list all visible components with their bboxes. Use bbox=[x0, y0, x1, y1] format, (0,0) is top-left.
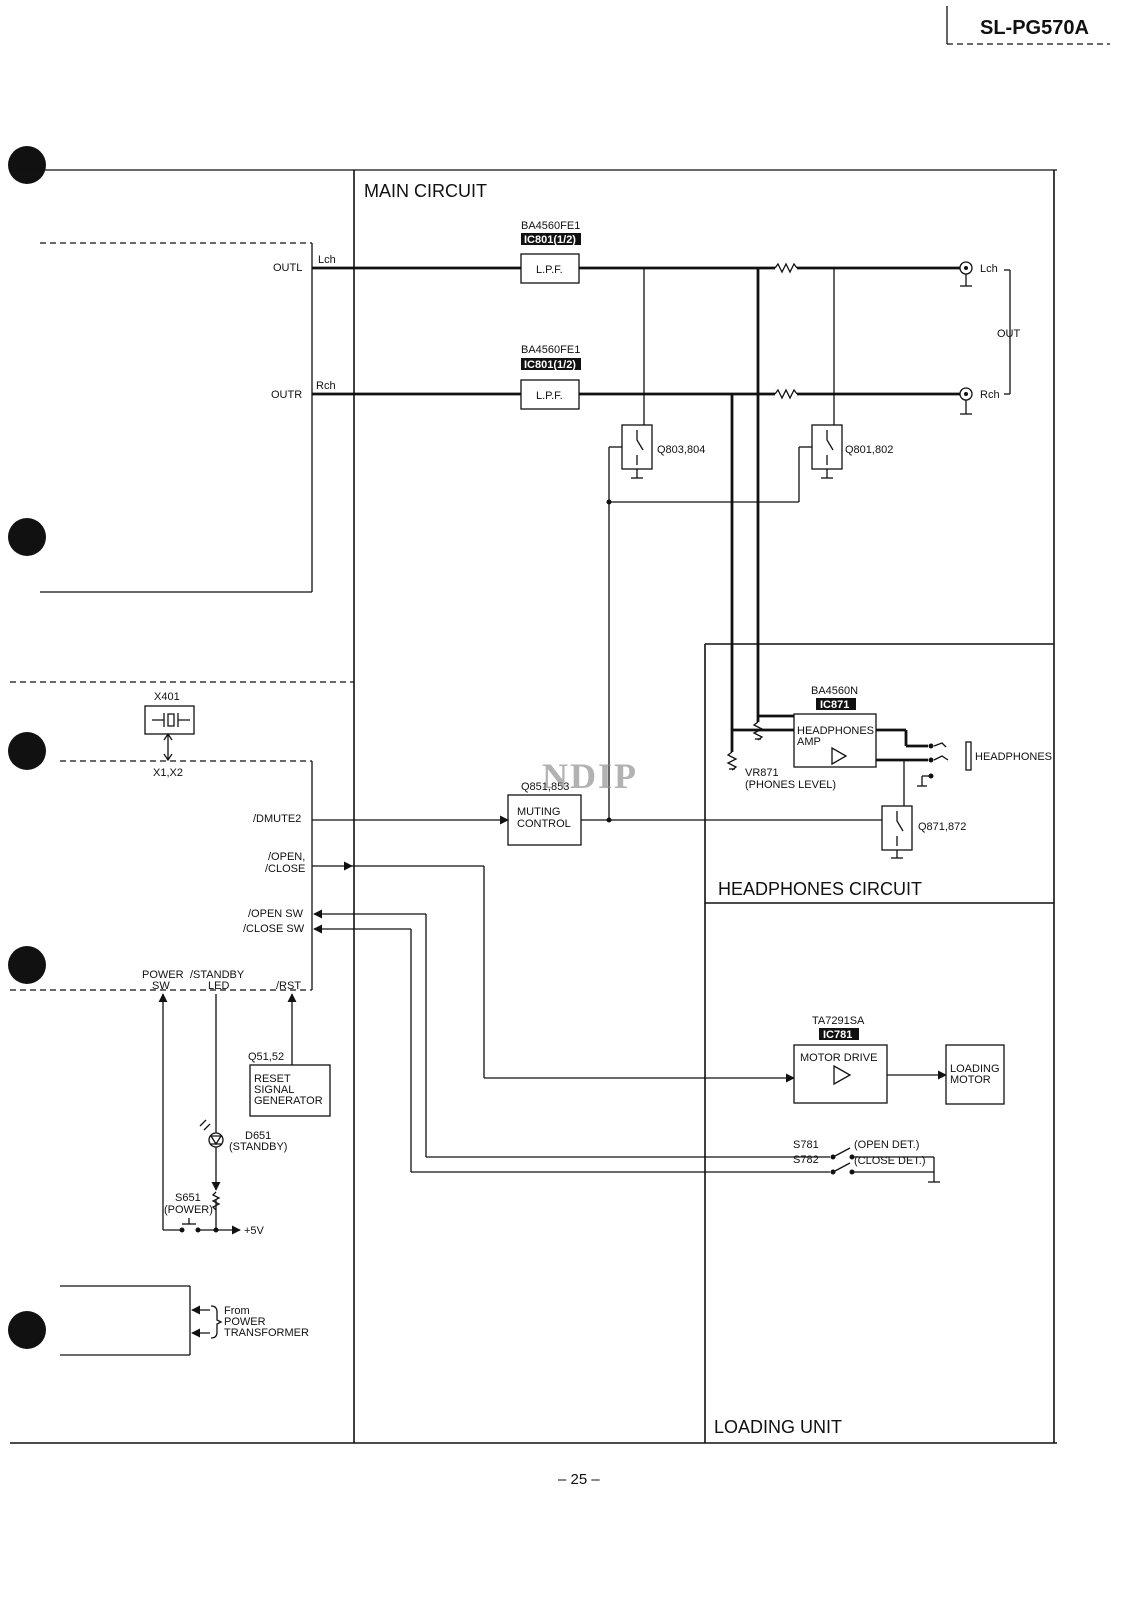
open-close-label-2: /CLOSE bbox=[265, 863, 305, 875]
q803-label: Q803,804 bbox=[657, 444, 705, 456]
binding-hole bbox=[8, 732, 46, 770]
hp-amp-label-2: AMP bbox=[797, 736, 821, 748]
lpf-l-label: L.P.F. bbox=[536, 264, 563, 276]
reset-generator-block bbox=[249, 1064, 331, 1117]
muting-control: Q851,853 MUTING CONTROL /DMUTE2 bbox=[253, 781, 882, 846]
d651-desc: (STANDBY) bbox=[229, 1141, 287, 1153]
lpf-r-label: L.P.F. bbox=[536, 390, 563, 402]
outl-label: OUTL bbox=[273, 262, 302, 274]
ic801-r-part: BA4560FE1 bbox=[521, 344, 580, 356]
s782-label: S782 bbox=[793, 1154, 819, 1166]
binding-hole bbox=[8, 946, 46, 984]
vr871-label: VR871 bbox=[745, 767, 779, 779]
ic871-part: BA4560N bbox=[811, 685, 858, 697]
page-number: – 25 – bbox=[558, 1471, 600, 1488]
headphones-circuit-title: HEADPHONES CIRCUIT bbox=[718, 879, 922, 899]
section-frames bbox=[10, 169, 1057, 1444]
power-sw-label-1: POWER bbox=[142, 969, 184, 981]
watermark-text: NDIP bbox=[542, 756, 638, 796]
loading-motor-block bbox=[945, 1044, 1005, 1105]
out-label: OUT bbox=[997, 328, 1021, 340]
binding-hole bbox=[8, 146, 46, 184]
dmute2-label: /DMUTE2 bbox=[253, 813, 301, 825]
ic781-ref: IC781 bbox=[823, 1029, 852, 1041]
main-circuit-title: MAIN CIRCUIT bbox=[364, 181, 487, 201]
s651-desc: (POWER) bbox=[164, 1204, 213, 1216]
lch-input-label: Lch bbox=[318, 254, 336, 266]
d651-label: D651 bbox=[245, 1130, 271, 1142]
headphones-jack-label: HEADPHONES bbox=[975, 751, 1052, 763]
ic781-part: TA7291SA bbox=[812, 1015, 865, 1027]
motor-drive-label: MOTOR DRIVE bbox=[800, 1052, 877, 1064]
rch-signal-path: OUTR Rch BA4560FE1 IC801(1/2) L.P.F. Rch bbox=[271, 344, 1000, 415]
loading-motor-label-1: LOADING bbox=[950, 1063, 1000, 1075]
crystal-x401: X401 X1,X2 bbox=[144, 691, 195, 779]
s782-desc: (CLOSE DET.) bbox=[854, 1155, 926, 1167]
power-transformer-input: From POWER TRANSFORMER bbox=[191, 1305, 309, 1339]
standby-led-label-2: LED bbox=[208, 980, 229, 992]
muting-label-2: CONTROL bbox=[517, 818, 571, 830]
reset-label-2: SIGNAL bbox=[254, 1084, 294, 1096]
outr-label: OUTR bbox=[271, 389, 302, 401]
ic801-l-ref: IC801(1/2) bbox=[524, 234, 576, 246]
reset-label-3: GENERATOR bbox=[254, 1095, 323, 1107]
loading-drive: TA7291SA IC781 MOTOR DRIVE LOADING MOTOR bbox=[793, 1015, 1005, 1105]
open-close-label-1: /OPEN, bbox=[268, 851, 305, 863]
headphone-feed: VR871 (PHONES LEVEL) bbox=[726, 268, 836, 791]
loading-motor-label-2: MOTOR bbox=[950, 1074, 991, 1086]
reset-label-1: RESET bbox=[254, 1073, 291, 1085]
muting-label-1: MUTING bbox=[517, 806, 560, 818]
standby-led-label-1: /STANDBY bbox=[190, 969, 245, 981]
q871-label: Q871,872 bbox=[918, 821, 966, 833]
headphones-jack bbox=[965, 741, 972, 771]
page-header: SL-PG570A bbox=[946, 6, 1110, 45]
open-sw-label: /OPEN SW bbox=[248, 908, 304, 920]
headphones-amp: BA4560N IC871 HEADPHONES AMP HEADPHONES … bbox=[793, 685, 1052, 859]
ic801-l-part: BA4560FE1 bbox=[521, 220, 580, 232]
q801-label: Q801,802 bbox=[845, 444, 893, 456]
close-sw-label: /CLOSE SW bbox=[243, 923, 305, 935]
rch-output-label: Rch bbox=[980, 389, 1000, 401]
out-bracket: OUT bbox=[997, 269, 1021, 395]
lch-signal-path: OUTL Lch BA4560FE1 IC801(1/2) L.P.F. Lch bbox=[273, 220, 998, 287]
motor-drive-block bbox=[793, 1044, 888, 1104]
binding-holes bbox=[8, 146, 46, 1349]
plus5v-label: +5V bbox=[244, 1225, 265, 1237]
open-close-signals: /OPEN, /CLOSE /OPEN SW /CLOSE SW bbox=[243, 851, 830, 1173]
rch-input-label: Rch bbox=[316, 380, 336, 392]
model-number: SL-PG570A bbox=[980, 17, 1089, 39]
transformer-label-2: POWER bbox=[224, 1316, 266, 1328]
s781-label: S781 bbox=[793, 1139, 819, 1151]
s781-desc: (OPEN DET.) bbox=[854, 1139, 919, 1151]
rst-label: /RST bbox=[276, 980, 301, 992]
loading-unit-title: LOADING UNIT bbox=[714, 1417, 842, 1437]
binding-hole bbox=[8, 518, 46, 556]
binding-hole bbox=[8, 1311, 46, 1349]
power-standby: POWER SW /STANDBY LED /RST Q51,52 RESET … bbox=[142, 969, 331, 1237]
ic801-r-ref: IC801(1/2) bbox=[524, 359, 576, 371]
lch-output-label: Lch bbox=[980, 263, 998, 275]
mute-transistors: Q803,804 Q801,802 bbox=[606, 268, 893, 820]
lpf-l-block bbox=[520, 253, 580, 284]
x1x2-label: X1,X2 bbox=[153, 767, 183, 779]
power-sw-label-2: SW bbox=[152, 980, 170, 992]
x401-label: X401 bbox=[154, 691, 180, 703]
hp-amp-label-1: HEADPHONES bbox=[797, 725, 874, 737]
q51-label: Q51,52 bbox=[248, 1051, 284, 1063]
phones-level-label: (PHONES LEVEL) bbox=[745, 779, 836, 791]
transformer-label-3: TRANSFORMER bbox=[224, 1327, 309, 1339]
transformer-label-1: From bbox=[224, 1305, 250, 1317]
ic871-ref: IC871 bbox=[820, 699, 849, 711]
s651-label: S651 bbox=[175, 1192, 201, 1204]
q851-label: Q851,853 bbox=[521, 781, 569, 793]
headphones-amp-block bbox=[793, 713, 877, 768]
detect-switches: S781 (OPEN DET.) S782 (CLOSE DET.) bbox=[793, 1139, 940, 1183]
